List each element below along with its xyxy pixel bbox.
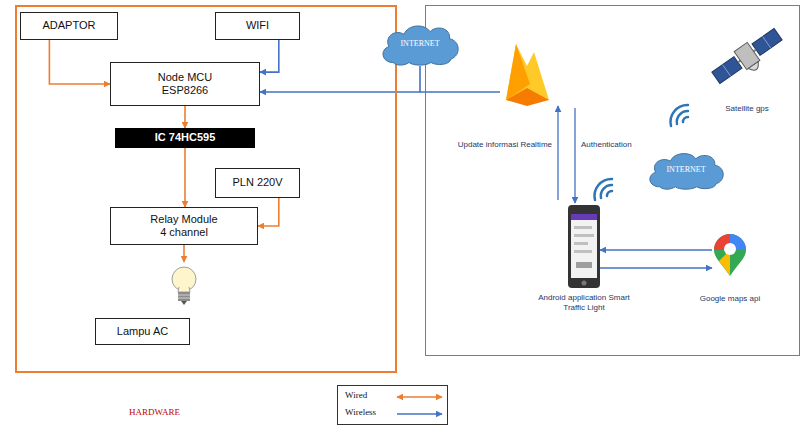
process-box: ADAPTOR: [20, 12, 118, 40]
firebase-link: [420, 91, 500, 93]
phone-node: Android application Smart Traffic Light: [568, 205, 600, 288]
wireless-connector: [600, 249, 712, 251]
box-label: PLN 220V: [232, 176, 282, 189]
process-box: WIFI: [215, 12, 300, 40]
icon-caption: Satellite gps: [702, 104, 792, 114]
internet-cloud: INTERNET: [378, 22, 462, 66]
legend-box: WiredWireless: [337, 385, 448, 425]
phone-icon: [568, 205, 600, 288]
wired-connector: [184, 148, 186, 207]
box-label: WIFI: [246, 19, 269, 32]
wired-connector: [183, 245, 185, 262]
edge-note: Authentication: [581, 140, 632, 149]
box-label: Lampu AC: [117, 325, 168, 338]
cloud-label: INTERNET: [400, 39, 439, 49]
box-label: IC 74HC595: [155, 131, 216, 144]
lamp-node: Lampu AC: [95, 262, 210, 345]
internet-cloud: INTERNET: [645, 150, 727, 190]
process-box: Node MCU ESP8266: [110, 62, 260, 106]
wireless-connector: [260, 40, 279, 72]
auth-arrow: [574, 108, 575, 203]
satellite-node: Satellite gps: [708, 22, 786, 94]
wired-connector: [258, 198, 279, 226]
process-box: Relay Module 4 channel: [110, 207, 258, 245]
box-label: ADAPTOR: [43, 19, 96, 32]
process-box: PLN 220V: [215, 168, 300, 198]
bulb-icon: [172, 267, 196, 305]
box-label: Node MCU ESP8266: [149, 71, 221, 97]
chip-box: IC 74HC595: [115, 128, 255, 148]
legend-wireless-sample: [397, 413, 442, 415]
icon-caption: Android application Smart Traffic Light: [538, 293, 630, 312]
satellite-icon: [710, 25, 788, 91]
legend-text: Wireless: [345, 407, 376, 417]
panel-title: HARDWARE: [129, 407, 180, 417]
firebase-icon: [506, 44, 549, 106]
legend-wired-sample: [397, 396, 442, 398]
icon-caption: Google maps api: [682, 294, 778, 304]
wireless-connector: [600, 267, 712, 269]
wifi-signal: [671, 105, 688, 126]
update-arrow: [557, 106, 558, 200]
wifi-signal: [595, 179, 612, 200]
wired-connector: [184, 106, 186, 128]
maps-node: Google maps api: [712, 236, 748, 276]
software-panel: [426, 6, 800, 356]
box-label: Relay Module 4 channel: [146, 213, 222, 239]
hardware-panel: HARDWAREADAPTORWIFINode MCU ESP8266IC 74…: [15, 5, 397, 373]
cloud-label: INTERNET: [666, 165, 705, 175]
maps-icon: [714, 234, 746, 276]
edge-note: Update informasi Realtime: [458, 140, 552, 149]
wired-connector: [49, 40, 110, 84]
lamp-label-box: Lampu AC: [95, 318, 190, 345]
legend-text: Wired: [345, 390, 367, 400]
